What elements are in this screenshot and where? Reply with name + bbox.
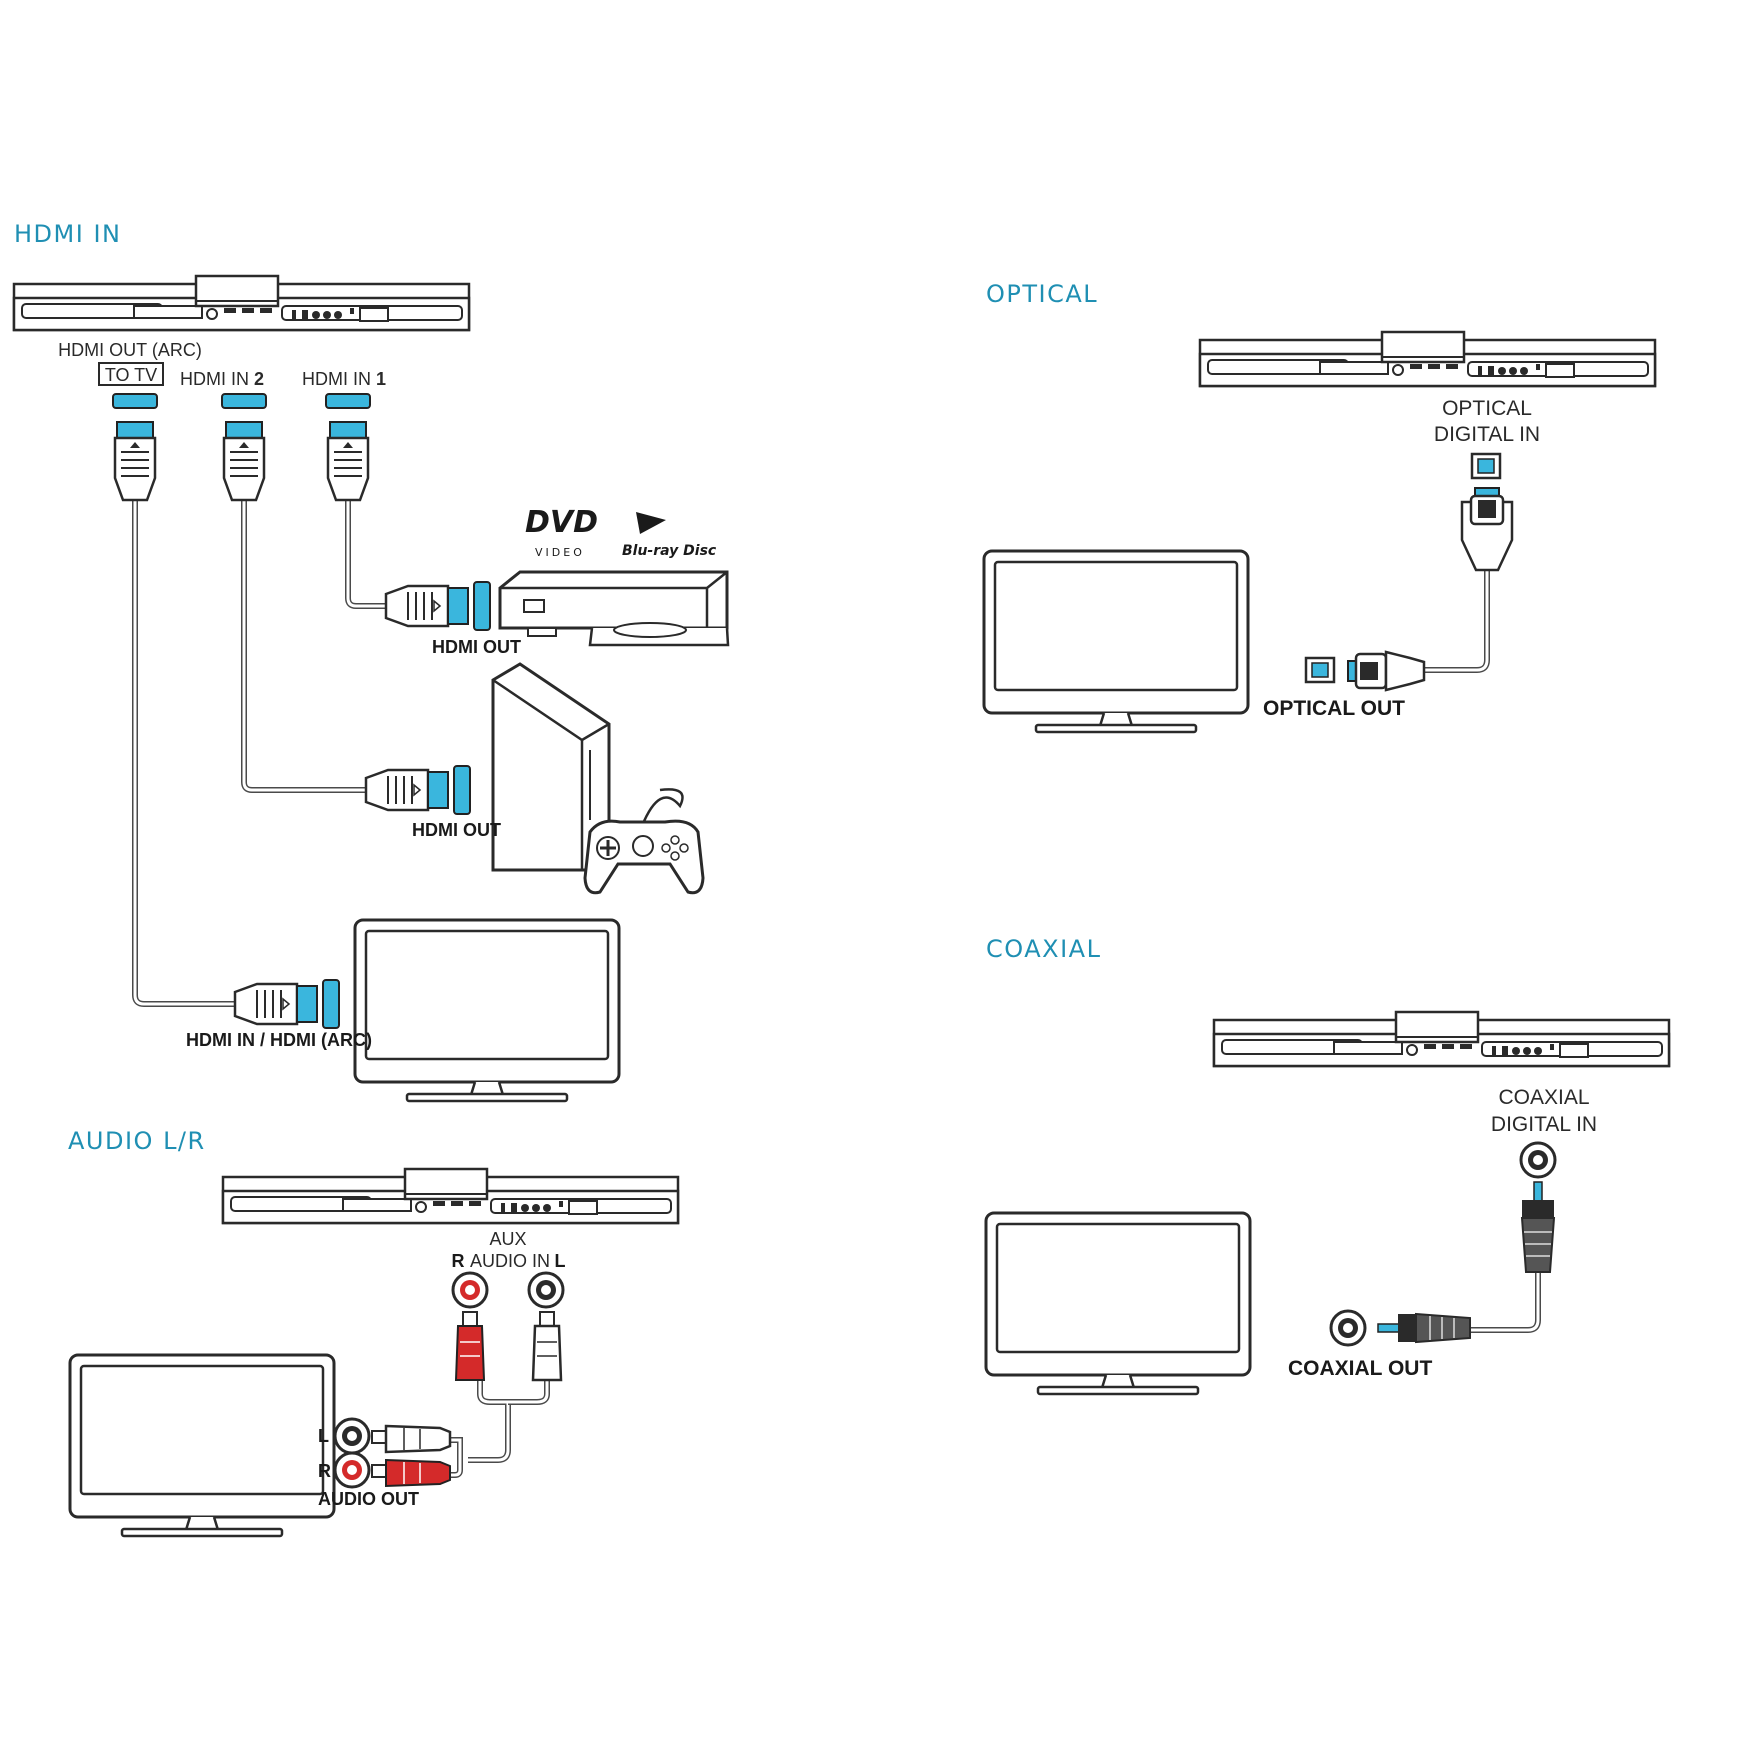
section-title-coaxial: COAXIAL: [986, 935, 1101, 963]
hdmi-plug-dvd: [384, 580, 492, 632]
coaxial-out-socket-icon: [1329, 1309, 1367, 1347]
game-console-icon: [491, 662, 611, 872]
label-tv-r: R: [318, 1461, 331, 1481]
dvd-player-icon: [498, 570, 730, 647]
tv-optical: [982, 549, 1250, 734]
section-title-optical: OPTICAL: [986, 280, 1098, 308]
label-optical-digital-in: DIGITAL IN: [1434, 423, 1540, 446]
label-hdmi-out-arc: HDMI OUT (ARC): [58, 340, 202, 360]
optical-plug-left: [1347, 650, 1426, 692]
soundbar-optical: [1198, 330, 1657, 388]
coaxial-plug-left: [1377, 1312, 1471, 1344]
hdmi-plug-to-tv: [111, 392, 159, 502]
optical-plug-up: [1460, 487, 1514, 572]
aux-r-socket-icon: [451, 1271, 489, 1309]
optical-in-port-icon: [1470, 452, 1502, 480]
label-optical: OPTICAL: [1442, 397, 1532, 420]
aux-l-socket-icon: [527, 1271, 565, 1309]
label-dvd-hdmi-out: HDMI OUT: [432, 637, 521, 657]
label-aux: AUX: [489, 1229, 526, 1249]
hdmi-plug-in-2: [220, 392, 268, 502]
dvd-video-label: VIDEO: [535, 546, 585, 559]
label-tv-hdmi-in: HDMI IN / HDMI (ARC): [186, 1030, 372, 1050]
tv-coaxial: [984, 1211, 1252, 1396]
soundbar-hdmi: [12, 274, 471, 332]
audio-out-l-socket-icon: [333, 1417, 371, 1455]
label-hdmi-in-1: HDMI IN 1: [302, 369, 386, 389]
coaxial-plug-up: [1520, 1181, 1556, 1273]
label-to-tv: TO TV: [105, 365, 157, 385]
label-tv-l: L: [318, 1426, 329, 1446]
label-hdmi-in-2: HDMI IN 2: [180, 369, 264, 389]
to-tv-box: [98, 362, 164, 386]
label-coaxial-digital-in: DIGITAL IN: [1491, 1113, 1597, 1136]
dvd-logo: DVD: [525, 505, 598, 540]
label-console-hdmi-out: HDMI OUT: [412, 820, 501, 840]
coaxial-in-socket-icon: [1519, 1141, 1557, 1179]
rca-plug-white-up: [531, 1311, 563, 1382]
label-aux-l: L: [555, 1251, 566, 1271]
bluray-disc-icon: [636, 512, 666, 534]
label-audio-out: AUDIO OUT: [318, 1489, 419, 1509]
rca-plug-white-left: [371, 1424, 452, 1454]
rca-plug-red-left: [371, 1458, 451, 1488]
tv-audio: [68, 1353, 336, 1538]
gamepad-icon: [583, 788, 705, 895]
optical-out-port-icon: [1304, 656, 1336, 684]
label-coaxial-out: COAXIAL OUT: [1288, 1357, 1432, 1380]
hdmi-plug-tv: [233, 978, 341, 1030]
hdmi-plug-in-1: [324, 392, 372, 502]
label-aux-r: R: [452, 1251, 465, 1271]
soundbar-audio: [221, 1167, 680, 1225]
soundbar-coaxial: [1212, 1010, 1671, 1068]
bluray-logo: Blu-ray Disc: [622, 543, 717, 559]
hdmi-plug-console: [364, 764, 472, 816]
section-title-audio-lr: AUDIO L/R: [68, 1127, 206, 1155]
audio-out-r-socket-icon: [333, 1451, 371, 1489]
rca-plug-red-up: [454, 1311, 486, 1381]
section-title-hdmi-in: HDMI IN: [14, 220, 121, 248]
label-audio-in: AUDIO IN: [470, 1251, 550, 1271]
label-coaxial: COAXIAL: [1498, 1086, 1589, 1109]
tv-hdmi: [353, 918, 621, 1103]
label-optical-out: OPTICAL OUT: [1263, 697, 1405, 720]
